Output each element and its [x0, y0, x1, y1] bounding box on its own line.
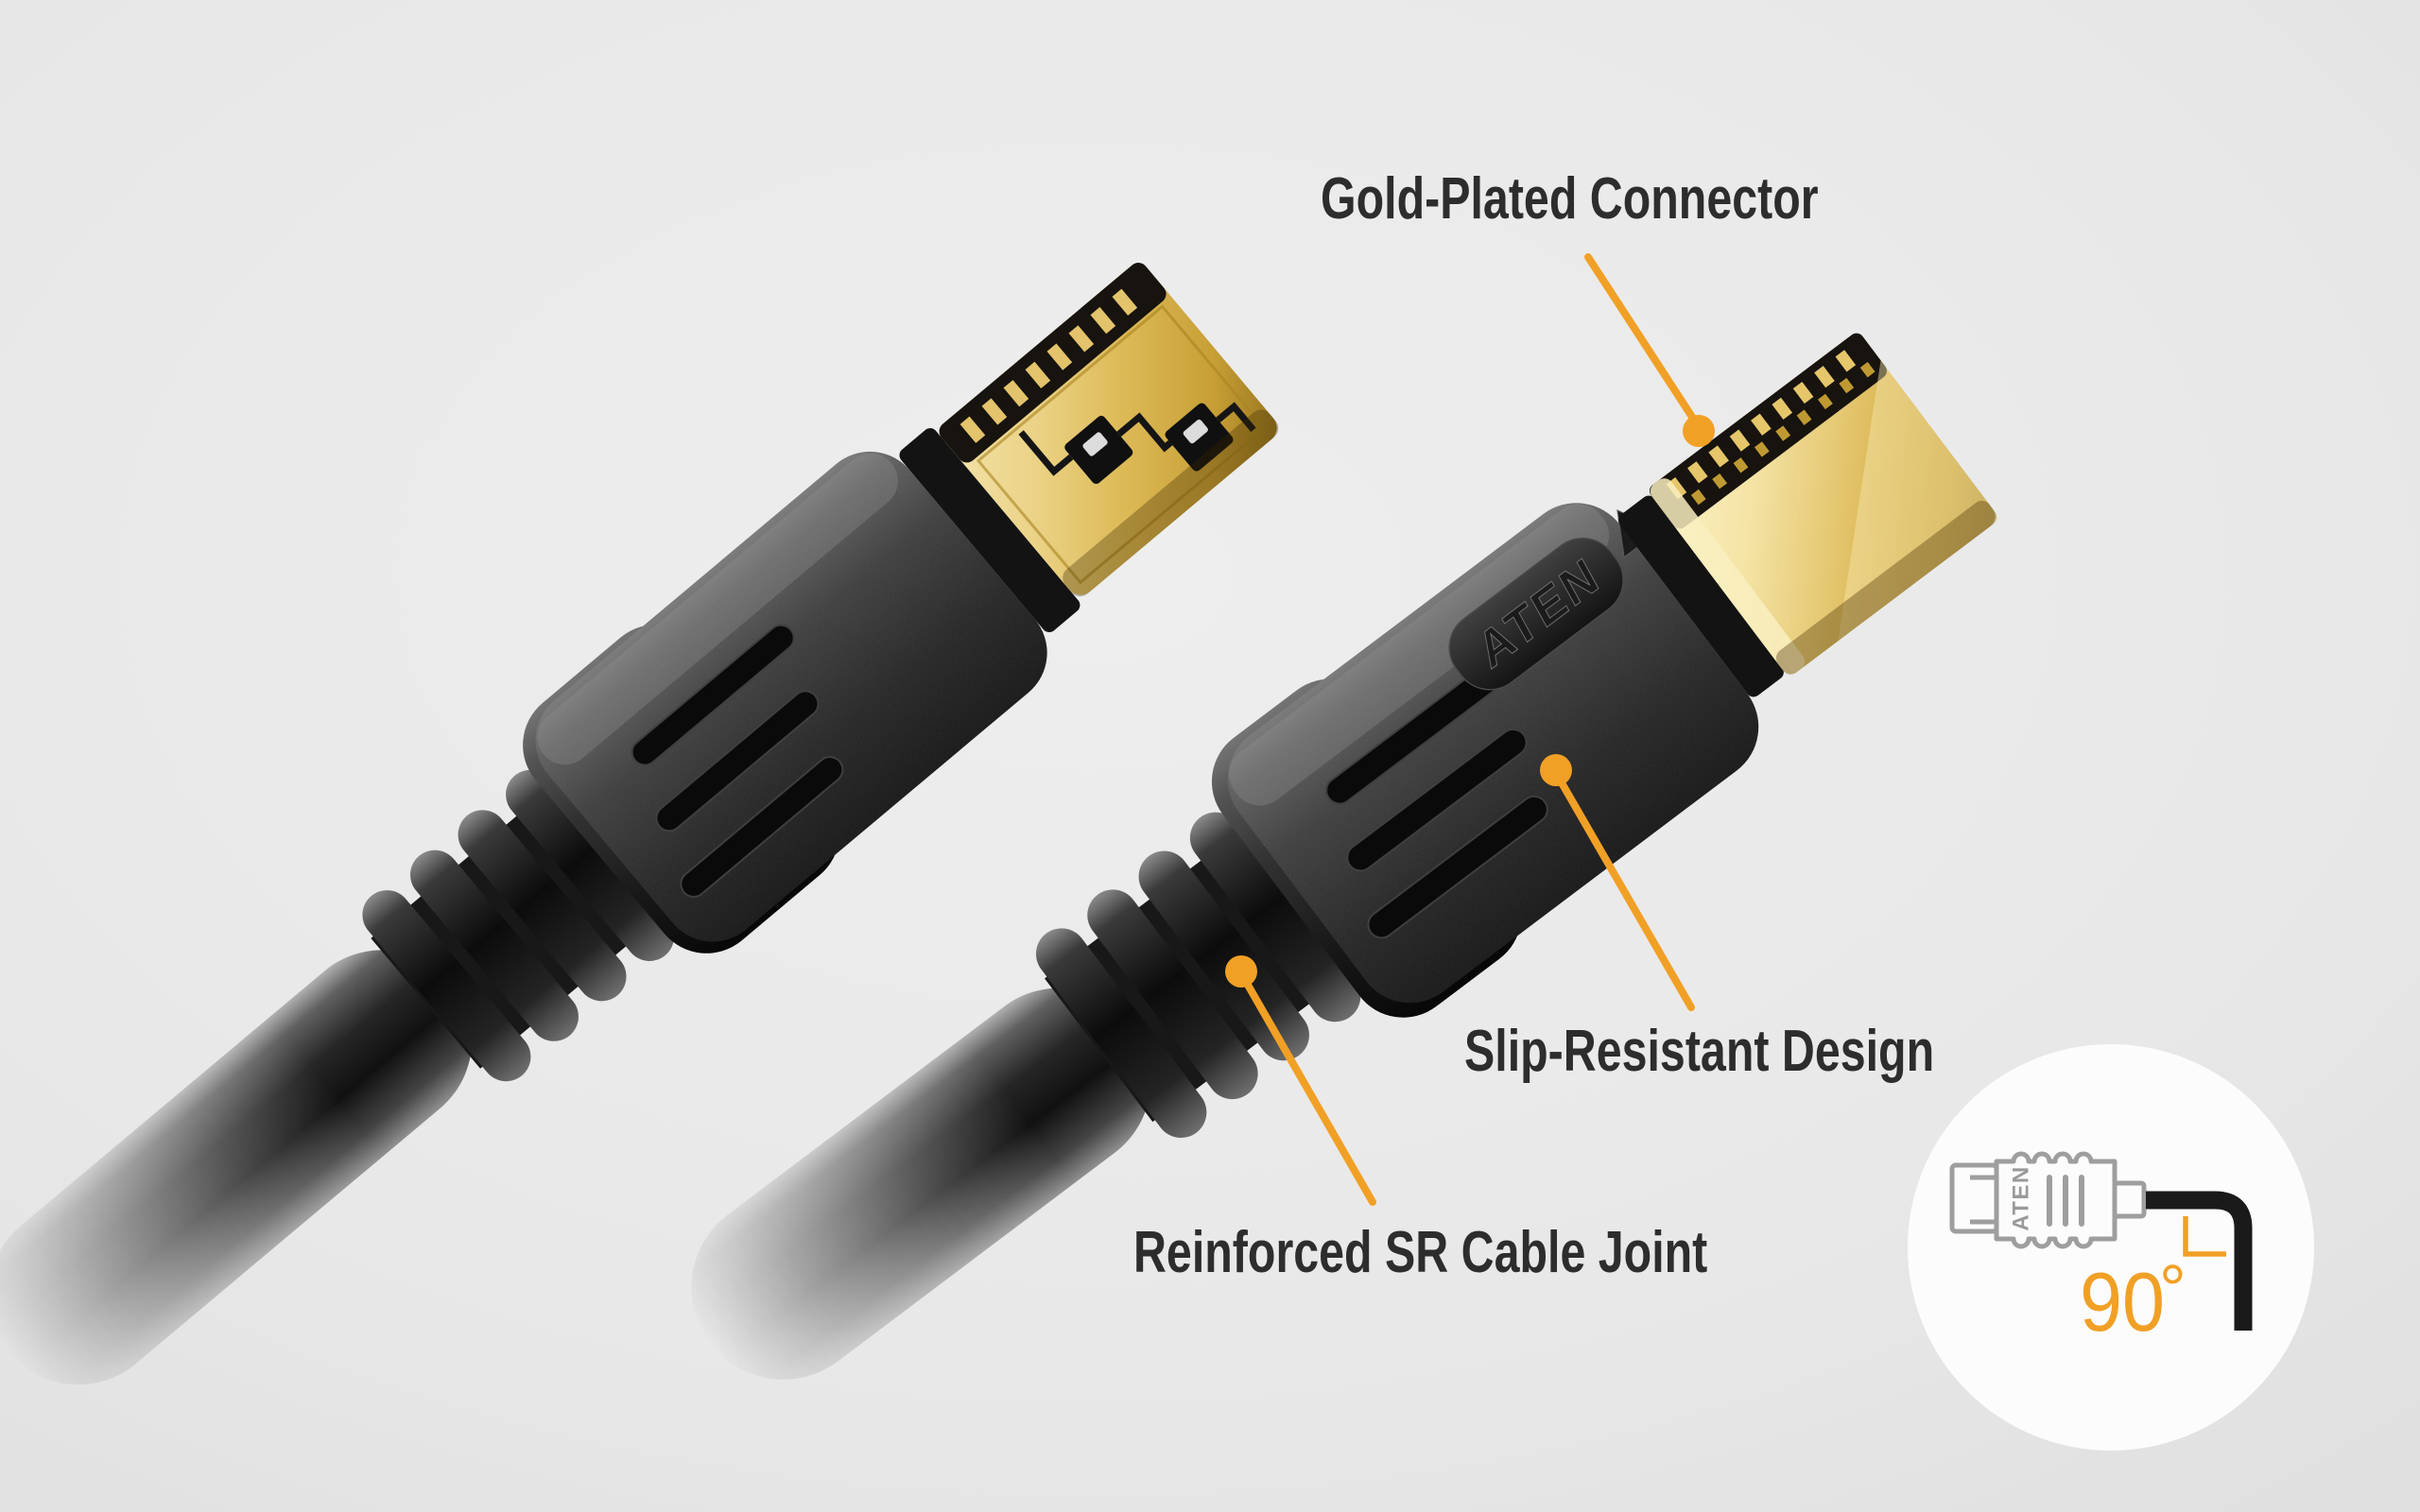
angle-value-text: 90	[2080, 1255, 2165, 1349]
strain-relief-rib	[362, 890, 531, 1082]
grip-slots	[1325, 661, 1548, 939]
contact-pins-row2	[1690, 361, 1876, 506]
tip-edge-highlight	[1650, 478, 1806, 675]
strain-relief-rib	[1138, 850, 1309, 1061]
callout-dot-gold-plated	[1683, 415, 1715, 447]
contact-pins	[959, 288, 1138, 443]
plug-neck	[2112, 1180, 2147, 1219]
strain-relief-rib	[409, 850, 579, 1041]
degree-symbol-text: °	[2159, 1252, 2187, 1328]
grip-slot	[655, 690, 820, 833]
plug-body	[1994, 1151, 2118, 1249]
hdmi-cable-right: ATEN	[691, 333, 2000, 1380]
face-frame	[976, 304, 1267, 585]
connector-neck	[1618, 495, 1784, 697]
gold-connector-tip	[1650, 333, 2000, 675]
cable-wire	[0, 950, 473, 1385]
cable-wire	[691, 988, 1151, 1380]
callout-dot-cable-joint	[1225, 955, 1257, 988]
tip-sheen	[1838, 360, 2000, 642]
callout-line-gold-plated	[1584, 253, 1703, 431]
grip-slot	[1367, 795, 1548, 939]
strain-relief-rib	[1189, 812, 1361, 1022]
angle-bracket-icon	[2183, 1216, 2226, 1257]
strain-relief-rib	[1087, 889, 1258, 1100]
badge-circle	[1908, 1044, 2314, 1451]
bent-cable-icon	[2146, 1191, 2253, 1331]
angle-badge: ATEN 90 °	[1908, 1044, 2314, 1451]
connector-neck	[899, 428, 1080, 632]
callout-label-gold-plated: Gold-Plated Connector	[1321, 166, 1819, 232]
plug-grip-lines	[2047, 1175, 2084, 1227]
callout-dots	[1225, 415, 1715, 988]
strain-relief	[1035, 812, 1361, 1139]
right-angle-cable-icon: ATEN 90 °	[1908, 1044, 2314, 1451]
callout-line-slip-resistant	[1552, 769, 1695, 1011]
callout-dot-slip-resistant	[1540, 754, 1572, 786]
callout-lines	[1237, 253, 1703, 1206]
strain-relief-rib	[1035, 928, 1207, 1139]
gold-connector-tip	[939, 263, 1279, 597]
grip-slot	[680, 756, 844, 898]
strain-relief	[362, 769, 675, 1082]
hdmi-cable-left	[0, 263, 1279, 1385]
plug-icon	[1949, 1151, 2147, 1249]
callout-label-slip-resistant: Slip-Resistant Design	[1464, 1019, 1935, 1084]
grip-slots	[631, 624, 844, 898]
badge-brand-text: ATEN	[2008, 1165, 2033, 1231]
callout-label-cable-joint: Reinforced SR Cable Joint	[1133, 1220, 1708, 1285]
grip-slot	[1346, 728, 1528, 872]
screw-contacts	[1064, 403, 1234, 485]
hdmi-step-grooves	[1018, 402, 1256, 476]
strain-relief-rib	[458, 810, 627, 1002]
tip-bottom-shade	[1775, 500, 1996, 675]
strain-relief-rib	[506, 769, 675, 961]
callout-line-cable-joint	[1237, 970, 1376, 1206]
grip-slot	[631, 624, 795, 766]
tip-bottom-shade	[1063, 409, 1279, 597]
